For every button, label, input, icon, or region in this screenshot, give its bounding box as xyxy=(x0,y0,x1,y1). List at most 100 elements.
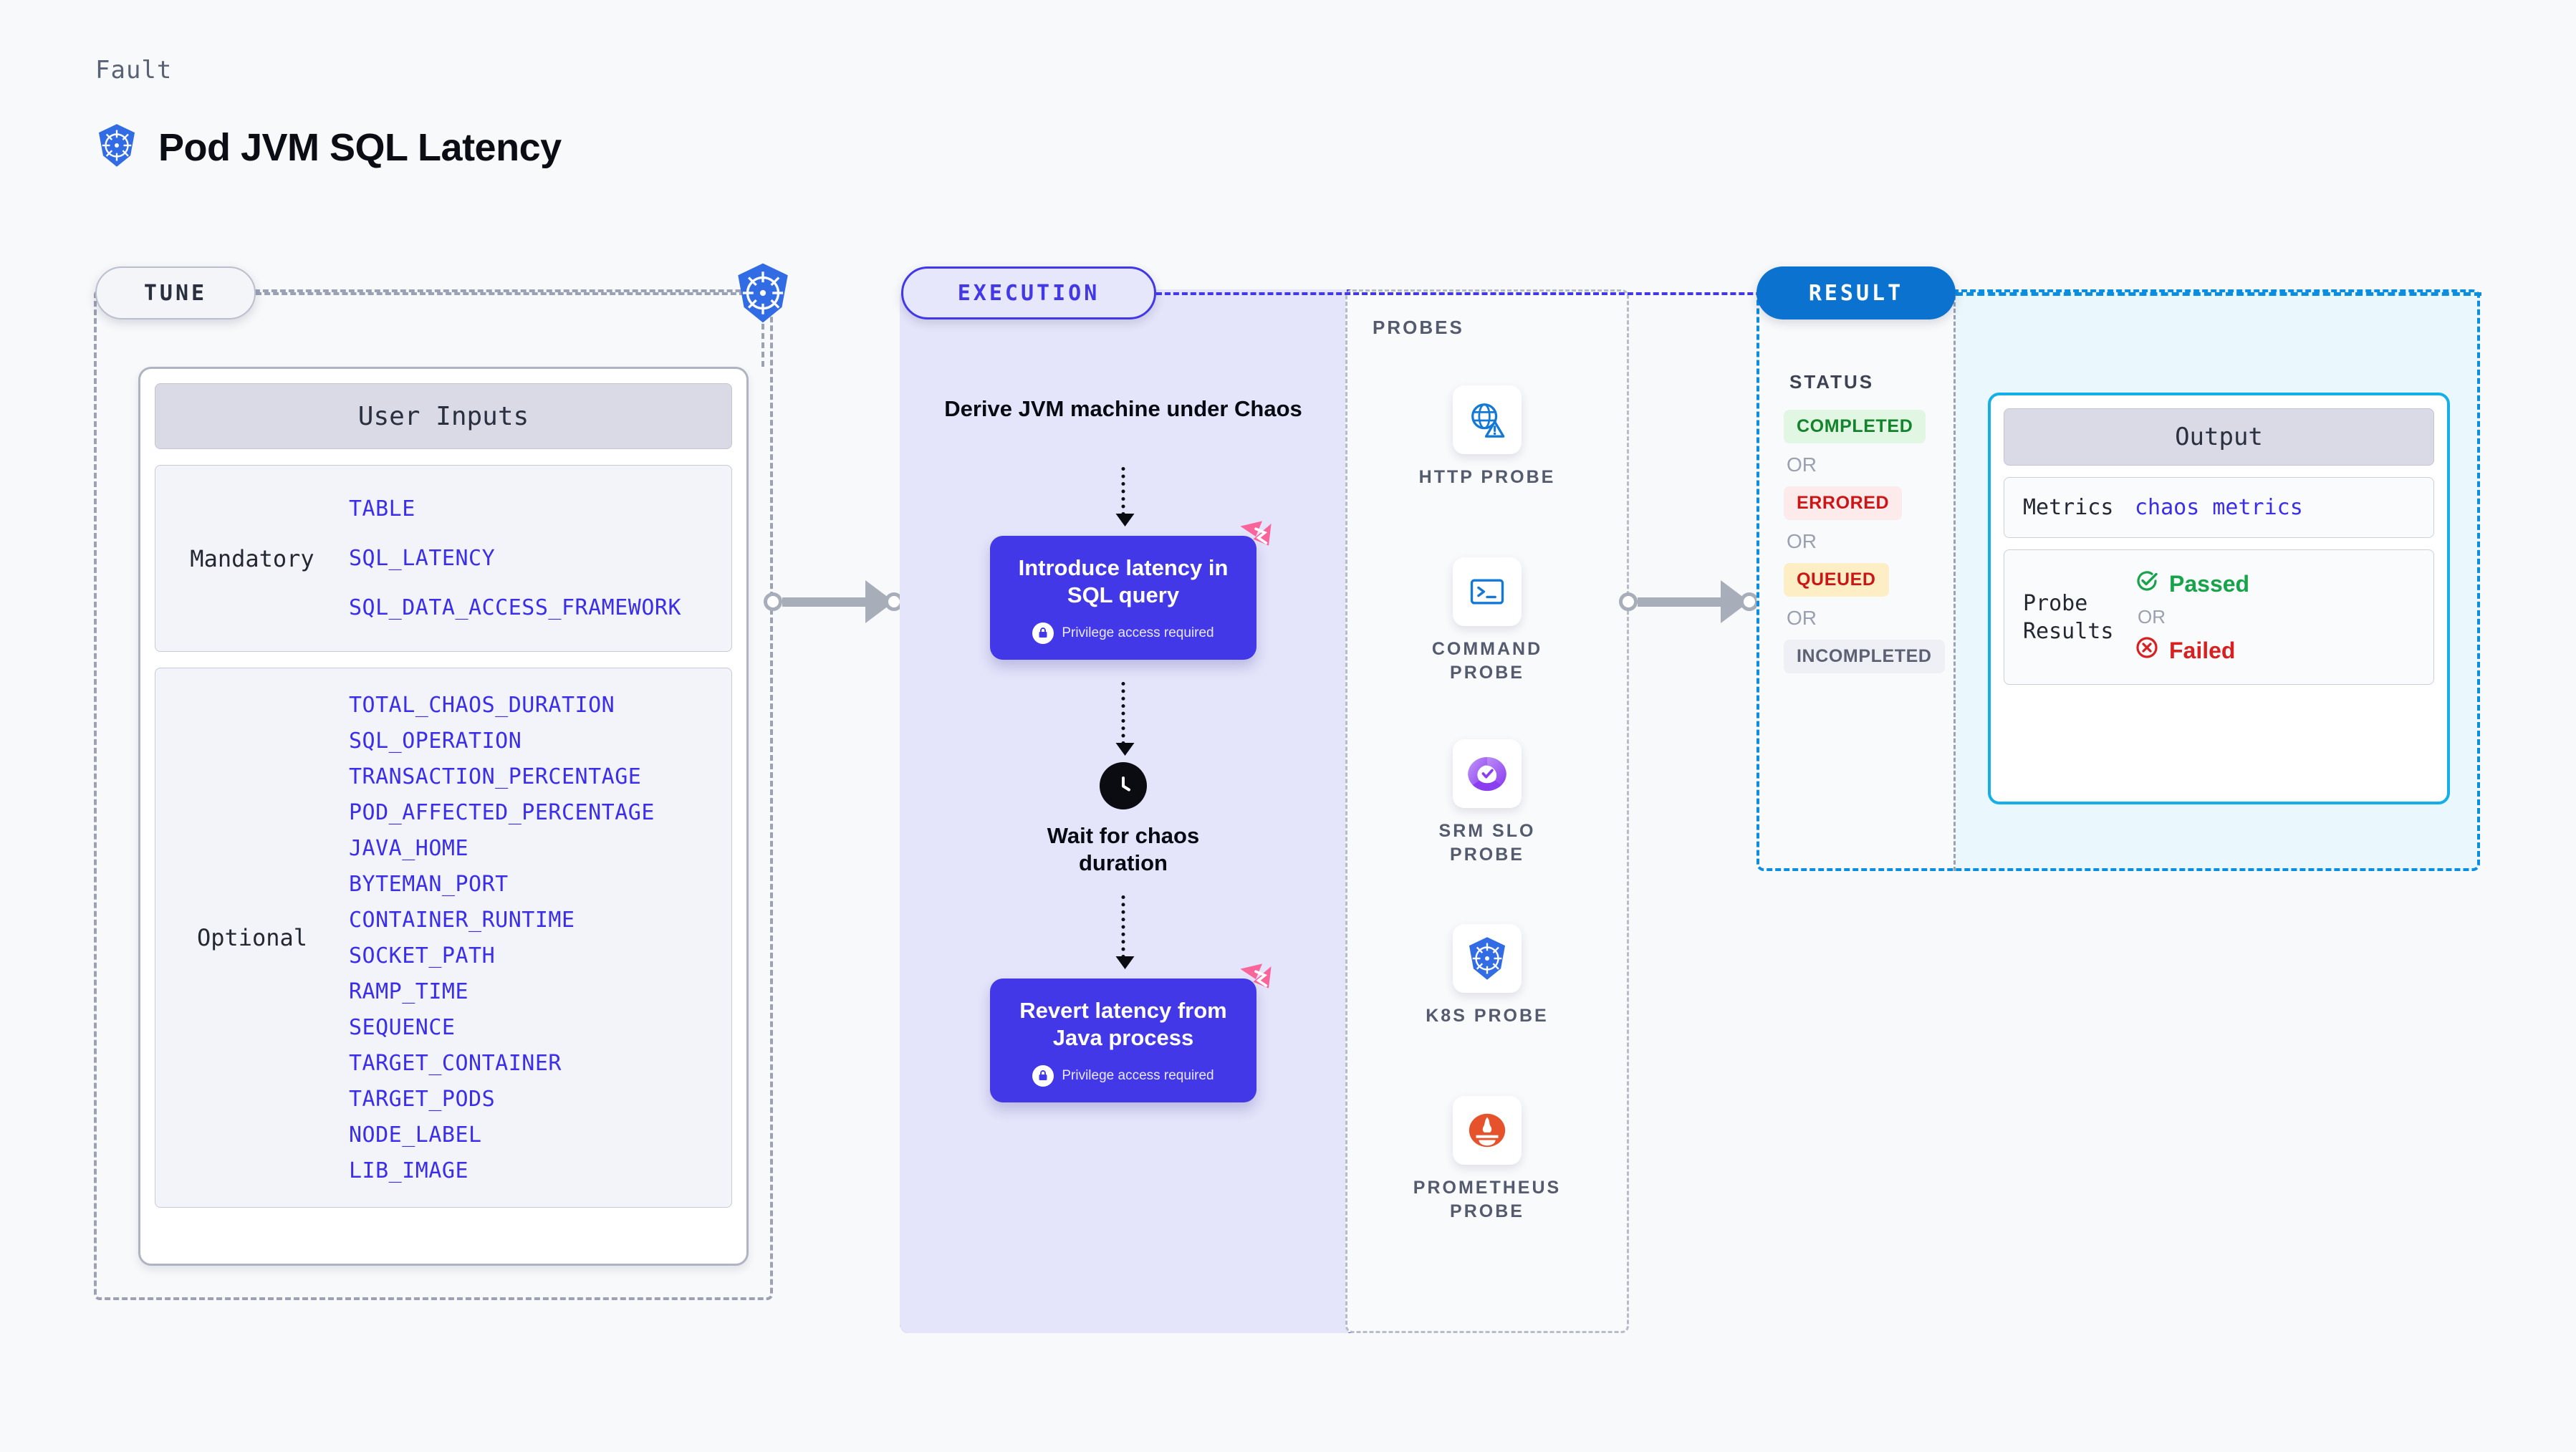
input-field[interactable]: SQL_DATA_ACCESS_FRAMEWORK xyxy=(349,595,682,620)
connector-tune-to-execution xyxy=(764,580,903,623)
lock-icon xyxy=(1032,1064,1054,1087)
mandatory-label: Mandatory xyxy=(190,544,314,572)
srm-slo-icon xyxy=(1453,739,1522,808)
optional-label: Optional xyxy=(196,924,308,951)
input-field[interactable]: TARGET_CONTAINER xyxy=(349,1050,562,1076)
probe-result-passed: Passed xyxy=(2135,569,2249,599)
tune-region xyxy=(94,289,773,1300)
input-field[interactable]: TOTAL_CHAOS_DURATION xyxy=(349,692,615,718)
result-lead-line xyxy=(1956,292,2481,296)
execution-flow: Derive JVM machine under Chaos Introduce… xyxy=(900,289,1347,1333)
probe-label: HTTP PROBE xyxy=(1418,467,1556,487)
input-field[interactable]: SQL_LATENCY xyxy=(349,546,496,571)
status-list: COMPLETED OR ERRORED OR QUEUED OR INCOMP… xyxy=(1784,410,1945,673)
input-field[interactable]: LIB_IMAGE xyxy=(349,1158,469,1183)
kubernetes-icon xyxy=(95,123,138,171)
flow-connector xyxy=(1121,895,1125,958)
probe-label: COMMAND PROBE xyxy=(1431,639,1543,683)
litmus-mark-icon xyxy=(1236,960,1275,1002)
lock-icon xyxy=(1032,622,1054,644)
input-field[interactable]: SQL_OPERATION xyxy=(349,728,522,754)
probes-label: PROBES xyxy=(1373,317,1464,338)
probe-result-or: OR xyxy=(2138,606,2166,628)
status-or: OR xyxy=(1787,607,1817,629)
probe-http[interactable]: HTTP PROBE xyxy=(1345,385,1629,489)
x-circle-icon xyxy=(2135,635,2159,665)
probe-result-failed-label: Failed xyxy=(2169,637,2236,663)
flow-card-title: Introduce latency in SQL query xyxy=(1018,555,1229,608)
probe-result-passed-label: Passed xyxy=(2169,570,2250,597)
status-label: STATUS xyxy=(1789,371,1875,393)
status-badge-queued: QUEUED xyxy=(1784,563,1889,597)
output-card: Output Metrics chaos metrics Probe Resul… xyxy=(1988,393,2450,804)
input-field[interactable]: BYTEMAN_PORT xyxy=(349,871,509,897)
optional-values: TOTAL_CHAOS_DURATION SQL_OPERATION TRANS… xyxy=(349,687,655,1188)
execution-badge[interactable]: EXECUTION xyxy=(901,266,1156,319)
globe-warning-icon xyxy=(1453,385,1522,454)
probe-results-label: Probe Results xyxy=(2023,590,2114,644)
user-inputs-title: User Inputs xyxy=(155,383,732,449)
flow-step-wait: Wait for chaos duration xyxy=(1047,823,1200,875)
tune-badge[interactable]: TUNE xyxy=(95,266,256,319)
flow-connector xyxy=(1121,682,1125,745)
tune-k8s-stem xyxy=(761,324,764,367)
kubernetes-icon xyxy=(1453,924,1522,993)
input-field[interactable]: TRANSACTION_PERCENTAGE xyxy=(349,764,642,789)
connector-shaft xyxy=(782,597,865,607)
input-field[interactable]: NODE_LABEL xyxy=(349,1122,482,1148)
flow-card-revert-latency[interactable]: Revert latency from Java process Privile… xyxy=(990,963,1272,1102)
probe-srm-slo[interactable]: SRM SLO PROBE xyxy=(1345,739,1629,866)
litmus-mark-icon xyxy=(1236,517,1275,559)
input-field[interactable]: POD_AFFECTED_PERCENTAGE xyxy=(349,799,655,825)
mandatory-values: TABLE SQL_LATENCY SQL_DATA_ACCESS_FRAMEW… xyxy=(349,484,681,633)
clock-icon xyxy=(1100,762,1147,809)
input-field[interactable]: CONTAINER_RUNTIME xyxy=(349,907,575,933)
probe-result-failed: Failed xyxy=(2135,635,2249,665)
flow-step-derive: Derive JVM machine under Chaos xyxy=(944,396,1302,421)
fault-header: Pod JVM SQL Latency xyxy=(95,123,562,171)
flow-card-introduce-latency[interactable]: Introduce latency in SQL query Privilege… xyxy=(990,521,1272,660)
input-field[interactable]: SOCKET_PATH xyxy=(349,943,496,968)
output-metrics-row: Metrics chaos metrics xyxy=(2004,477,2434,538)
status-badge-errored: ERRORED xyxy=(1784,486,1903,520)
output-title: Output xyxy=(2004,408,2434,466)
mandatory-group: Mandatory TABLE SQL_LATENCY SQL_DATA_ACC… xyxy=(155,465,732,652)
connector-execution-to-result xyxy=(1619,580,1759,623)
probe-results-values: Passed OR Failed xyxy=(2135,569,2249,665)
result-badge[interactable]: RESULT xyxy=(1756,266,1956,319)
probe-label: SRM SLO PROBE xyxy=(1438,821,1536,865)
execution-fill xyxy=(900,289,1347,1333)
probe-prometheus[interactable]: PROMETHEUS PROBE xyxy=(1345,1096,1629,1223)
input-field[interactable]: JAVA_HOME xyxy=(349,835,469,861)
input-field[interactable]: TABLE xyxy=(349,496,415,521)
tune-lead-line xyxy=(256,292,754,295)
input-field[interactable]: TARGET_PODS xyxy=(349,1086,496,1112)
status-badge-incompleted: INCOMPLETED xyxy=(1784,640,1945,673)
flow-card-note-text: Privilege access required xyxy=(1062,1067,1214,1083)
metrics-value[interactable]: chaos metrics xyxy=(2135,495,2303,520)
connector-dot xyxy=(1619,592,1638,611)
connector-dot xyxy=(764,592,782,611)
page-title: Pod JVM SQL Latency xyxy=(158,125,562,169)
probe-label: K8S PROBE xyxy=(1426,1006,1549,1026)
probe-command[interactable]: COMMAND PROBE xyxy=(1345,557,1629,684)
probe-label: PROMETHEUS PROBE xyxy=(1413,1178,1562,1221)
status-badge-completed: COMPLETED xyxy=(1784,410,1926,443)
input-field[interactable]: SEQUENCE xyxy=(349,1014,456,1040)
metrics-label: Metrics xyxy=(2023,495,2114,520)
flow-card-note: Privilege access required xyxy=(1003,622,1244,644)
status-or: OR xyxy=(1787,453,1817,476)
probe-k8s[interactable]: K8S PROBE xyxy=(1345,924,1629,1028)
output-probe-results-row: Probe Results Passed OR xyxy=(2004,549,2434,685)
user-inputs-card: User Inputs Mandatory TABLE SQL_LATENCY … xyxy=(138,367,749,1266)
connector-shaft xyxy=(1638,597,1721,607)
flow-card-note: Privilege access required xyxy=(1003,1064,1244,1087)
check-circle-icon xyxy=(2135,569,2159,599)
status-or: OR xyxy=(1787,530,1817,552)
optional-group: Optional TOTAL_CHAOS_DURATION SQL_OPERAT… xyxy=(155,668,732,1208)
flow-card-note-text: Privilege access required xyxy=(1062,625,1214,640)
flow-connector xyxy=(1121,467,1125,516)
flow-card-title: Revert latency from Java process xyxy=(1019,998,1227,1051)
input-field[interactable]: RAMP_TIME xyxy=(349,979,469,1004)
fault-kicker: Fault xyxy=(95,56,173,85)
